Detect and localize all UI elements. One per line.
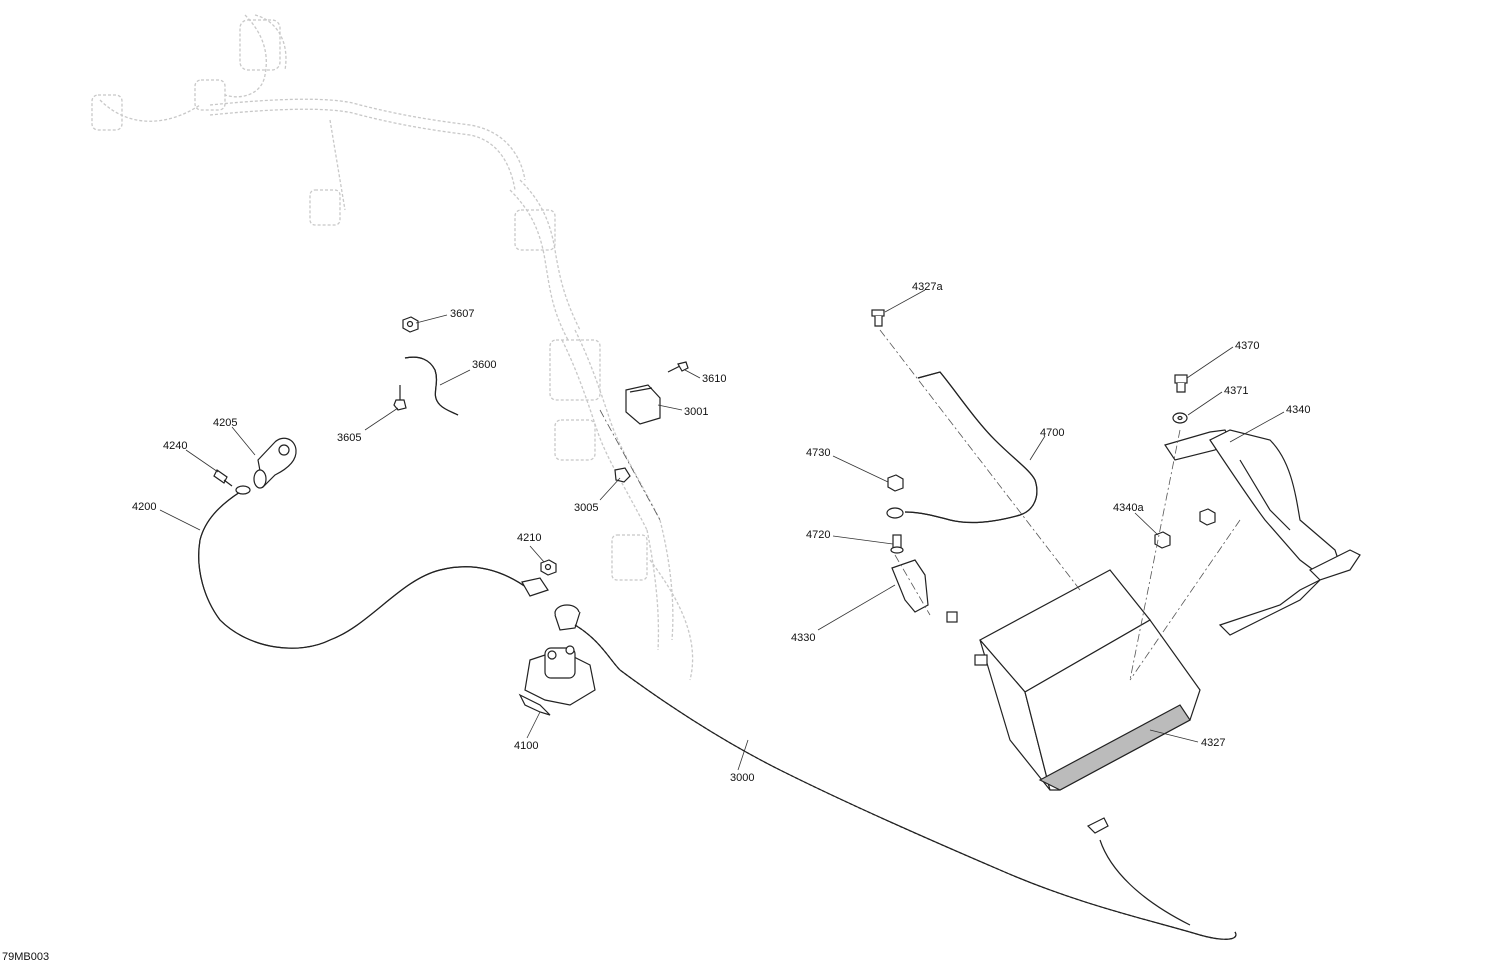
positive-cable-4700 [886, 371, 1038, 524]
bolt-3605 [393, 385, 407, 411]
callout-3610: 3610 [702, 373, 726, 385]
leader-lines [159, 289, 1285, 771]
callout-3605: 3605 [337, 432, 361, 444]
bolt-4720 [890, 534, 904, 554]
main-harness-ghost [91, 14, 694, 681]
bolt-4370 [1174, 374, 1188, 393]
callout-4200: 4200 [132, 501, 156, 513]
callout-4371: 4371 [1224, 385, 1248, 397]
washer-4371 [1172, 412, 1188, 424]
callout-4240: 4240 [163, 440, 187, 452]
negative-cable-4200 [198, 485, 549, 649]
callout-labels: 3607 3600 3605 3610 3001 3005 4205 4240 … [132, 281, 1310, 784]
callout-4720: 4720 [806, 529, 830, 541]
callout-3001: 3001 [684, 406, 708, 418]
screw-3005 [614, 467, 631, 483]
assembly-axes [599, 329, 1241, 681]
callout-4100: 4100 [514, 740, 538, 752]
terminal-4205 [253, 437, 297, 489]
nut-4340a [1154, 508, 1216, 549]
callout-4210: 4210 [517, 532, 541, 544]
battery-4327 [974, 569, 1201, 791]
harness-3000 [574, 624, 1237, 940]
nut-4730 [887, 474, 904, 492]
nut-3607 [402, 316, 419, 333]
callout-3607: 3607 [450, 308, 474, 320]
callout-4370: 4370 [1235, 340, 1259, 352]
bolt-4240 [213, 469, 233, 487]
callout-4340: 4340 [1286, 404, 1310, 416]
callout-3005: 3005 [574, 502, 598, 514]
callout-4340a: 4340a [1113, 502, 1144, 514]
nut-4210 [540, 559, 557, 576]
callout-4700: 4700 [1040, 427, 1064, 439]
cable-3600 [404, 356, 459, 416]
screw-3610 [667, 361, 689, 373]
bolt-4327a [871, 309, 885, 327]
solenoid-4100 [518, 604, 596, 716]
document-id: 79MB003 [2, 951, 50, 963]
callout-4205: 4205 [213, 417, 237, 429]
screw-battery [946, 611, 958, 623]
callout-3600: 3600 [472, 359, 496, 371]
callout-4330: 4330 [791, 632, 815, 644]
callout-4730: 4730 [806, 447, 830, 459]
bracket-4340 [1164, 429, 1361, 636]
callout-4327: 4327 [1201, 737, 1225, 749]
callout-4327a: 4327a [912, 281, 943, 293]
connector-3001 [625, 384, 661, 425]
callout-3000: 3000 [730, 772, 754, 784]
terminal-cover-4330 [891, 559, 929, 613]
